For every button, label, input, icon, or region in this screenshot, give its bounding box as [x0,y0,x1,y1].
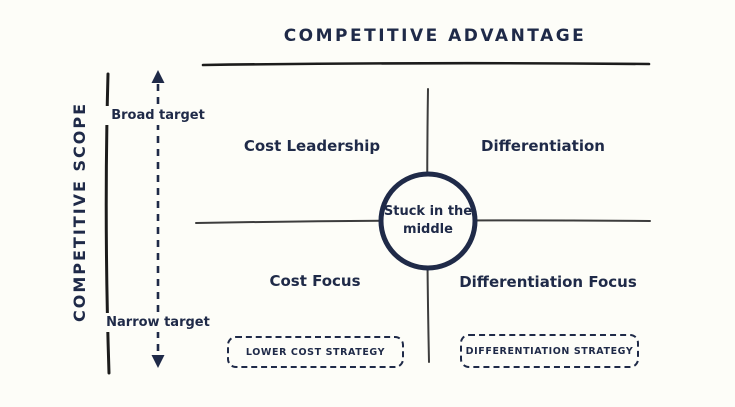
quadrant-differentiation: Differentiation [481,137,605,155]
stuck-in-middle-circle [378,171,478,271]
narrow-target-label: Narrow target [103,313,213,332]
lower-cost-strategy-box: LOWER COST STRATEGY [227,336,404,368]
diagram-title: COMPETITIVE ADVANTAGE [283,26,587,46]
differentiation-strategy-label: DIFFERENTIATION STRATEGY [465,345,634,357]
quadrant-cost-focus: Cost Focus [269,272,361,290]
lower-cost-strategy-label: LOWER COST STRATEGY [245,346,386,358]
quadrant-cost-leadership: Cost Leadership [243,137,381,155]
differentiation-strategy-box: DIFFERENTIATION STRATEGY [460,334,639,368]
advantage-axis-line [201,61,651,67]
scope-arrow-down-icon [151,355,165,368]
scope-arrow-up-icon [151,70,165,83]
broad-target-label: Broad target [103,106,213,125]
quadrant-differentiation-focus: Differentiation Focus [459,273,637,291]
scope-axis-label: COMPETITIVE SCOPE [70,101,89,322]
stuck-in-middle-label: Stuck in the middle [383,204,473,237]
